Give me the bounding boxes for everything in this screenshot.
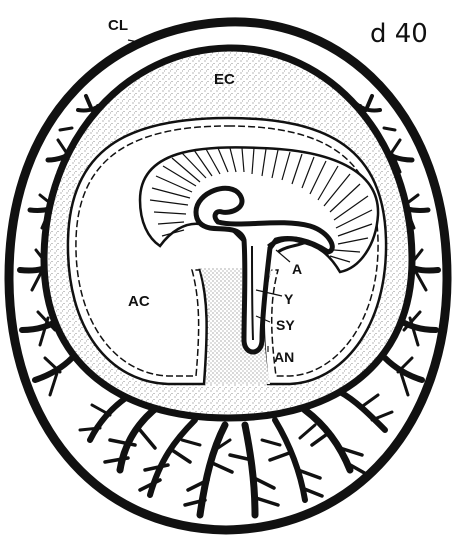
label-ec: EC [214,71,235,88]
label-an: AN [274,349,294,365]
label-sy: SY [276,317,295,333]
day-label: d 40 [370,19,428,49]
label-cl: CL [108,17,128,34]
label-a: A [292,261,302,277]
label-y: Y [284,291,294,307]
label-ac: AC [128,293,150,310]
